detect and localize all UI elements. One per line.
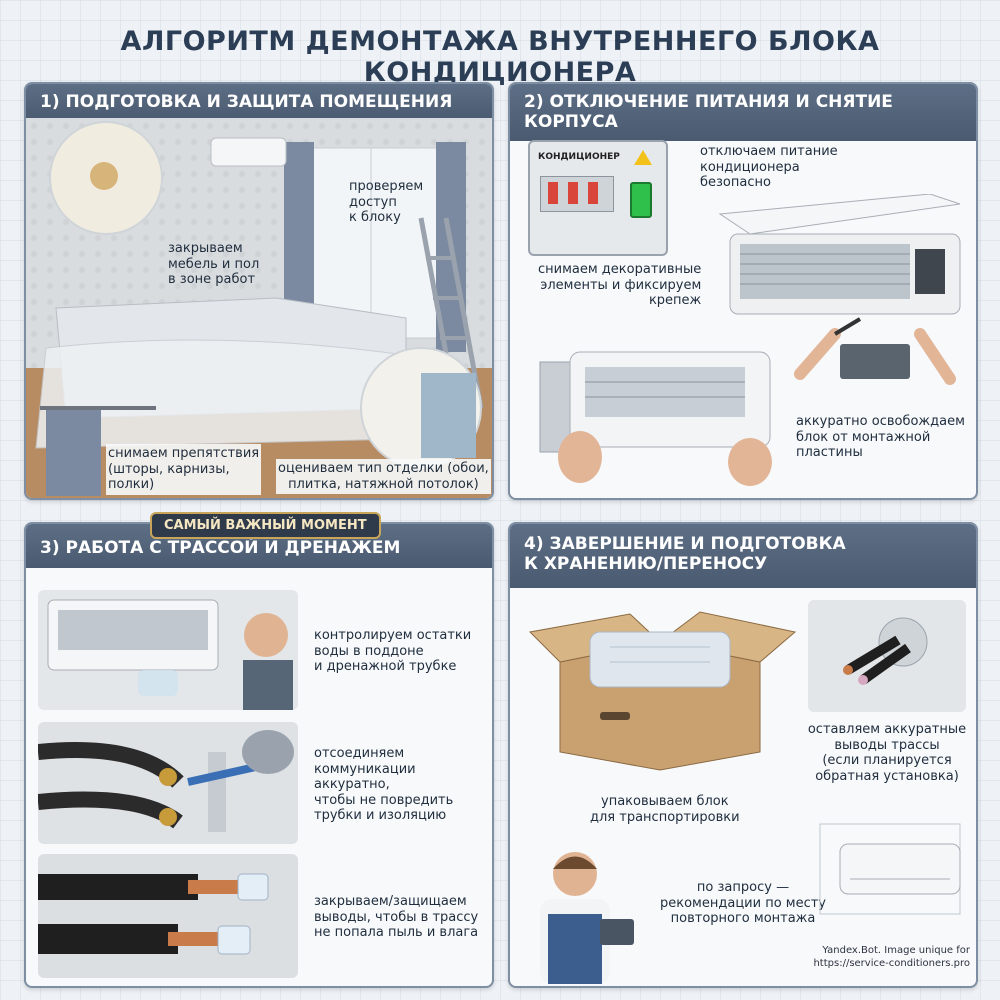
- packed-box-illustration: [528, 611, 797, 771]
- panel-step-2: 2) ОТКЛЮЧЕНИЕ ПИТАНИЯ И СНЯТИЕ КОРПУСА К…: [508, 82, 978, 500]
- panel-step-1: 1) ПОДГОТОВКА И ЗАЩИТА ПОМЕЩЕНИЯ: [24, 82, 494, 500]
- label-remove-obstacles: снимаем препятствия (шторы, карнизы, пол…: [106, 444, 262, 495]
- step-2-header: 2) ОТКЛЮЧЕНИЕ ПИТАНИЯ И СНЯТИЕ КОРПУСА: [510, 84, 976, 141]
- drain-water-image: [38, 590, 298, 710]
- power-switch[interactable]: [630, 182, 652, 218]
- label-power-off: отключаем питание кондиционера безопасно: [700, 144, 838, 191]
- technician-illustration: [540, 852, 634, 984]
- label-check-access: проверяем доступ к блоку: [349, 179, 424, 226]
- label-cover-furniture: закрываем мебель и пол в зоне работ: [168, 241, 260, 288]
- panel-step-4: 4) ЗАВЕРШЕНИЕ И ПОДГОТОВКА К ХРАНЕНИЮ/ПЕ…: [508, 522, 978, 988]
- breaker-panel: КОНДИЦИОНЕР: [528, 140, 668, 256]
- label-remove-decor: снимаем декоративные элементы и фиксируе…: [538, 262, 702, 309]
- label-advice: по запросу — рекомендации по месту повто…: [660, 880, 826, 927]
- room-illustration: [26, 118, 492, 498]
- watermark: Yandex.Bot. Image unique for https://ser…: [813, 945, 970, 969]
- ac-unit-held-illustration: [539, 351, 772, 486]
- panel-step-3: 3) РАБОТА С ТРАССОЙ И ДРЕНАЖЕМ контролир…: [24, 522, 494, 988]
- label-finish-type: оцениваем тип отделки (обои, плитка, нат…: [276, 459, 491, 495]
- breaker-panel-label: КОНДИЦИОНЕР: [538, 152, 620, 162]
- label-pack-unit: упаковываем блок для транспортировки: [590, 794, 740, 825]
- step-3-header: 3) РАБОТА С ТРАССОЙ И ДРЕНАЖЕМ: [26, 524, 492, 568]
- warning-icon: [634, 150, 652, 165]
- pipe-outlets-image: [808, 600, 966, 712]
- step-1-header: 1) ПОДГОТОВКА И ЗАЩИТА ПОМЕЩЕНИЯ: [26, 84, 492, 121]
- label-protect-outlets: закрываем/защищаем выводы, чтобы в трасс…: [314, 894, 479, 941]
- important-badge: САМЫЙ ВАЖНЫЙ МОМЕНТ: [150, 512, 381, 539]
- step-4-header: 4) ЗАВЕРШЕНИЕ И ПОДГОТОВКА К ХРАНЕНИЮ/ПЕ…: [510, 524, 976, 588]
- tools-illustration: [794, 317, 956, 385]
- ac-installed-sketch: [819, 823, 961, 915]
- label-check-water: контролируем остатки воды в поддоне и др…: [314, 628, 472, 675]
- ac-unit-open-illustration: [718, 194, 961, 315]
- label-leave-outlets: оставляем аккуратные выводы трассы (если…: [807, 722, 967, 784]
- disconnect-pipes-image: [38, 722, 298, 844]
- label-disconnect: отсоединяем коммуникации аккуратно, чтоб…: [314, 746, 454, 824]
- page-title: АЛГОРИТМ ДЕМОНТАЖА ВНУТРЕННЕГО БЛОКА КОН…: [120, 26, 880, 88]
- protect-outlets-image: [38, 854, 298, 978]
- label-release-plate: аккуратно освобождаем блок от монтажной …: [796, 414, 965, 461]
